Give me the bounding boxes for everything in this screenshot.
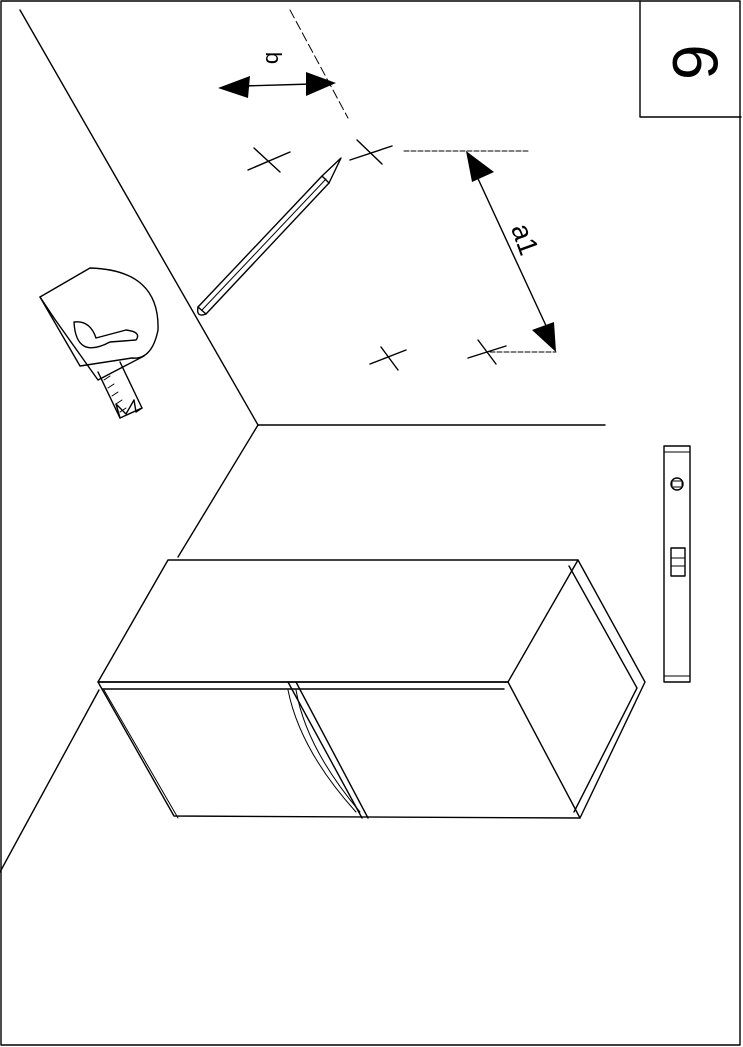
pencil-icon: [196, 157, 342, 316]
tape-measure-icon: [39, 267, 159, 419]
refrigerator-icon: [97, 559, 646, 819]
step-number: 6: [659, 44, 731, 80]
drill-mark-cross: [369, 346, 407, 371]
drill-mark-cross: [467, 339, 507, 365]
dimension-a1: a1: [403, 150, 557, 353]
dimension-b-label: b: [261, 52, 286, 64]
drill-marks: [247, 139, 507, 371]
spirit-level-icon: [663, 445, 691, 683]
drill-mark-cross: [349, 139, 393, 165]
drill-mark-cross: [247, 147, 291, 173]
room-corner: [0, 9, 606, 873]
dimension-a1-label: a1: [505, 219, 545, 259]
step-number-box: 6: [639, 0, 742, 118]
dimension-b: b: [218, 9, 349, 119]
